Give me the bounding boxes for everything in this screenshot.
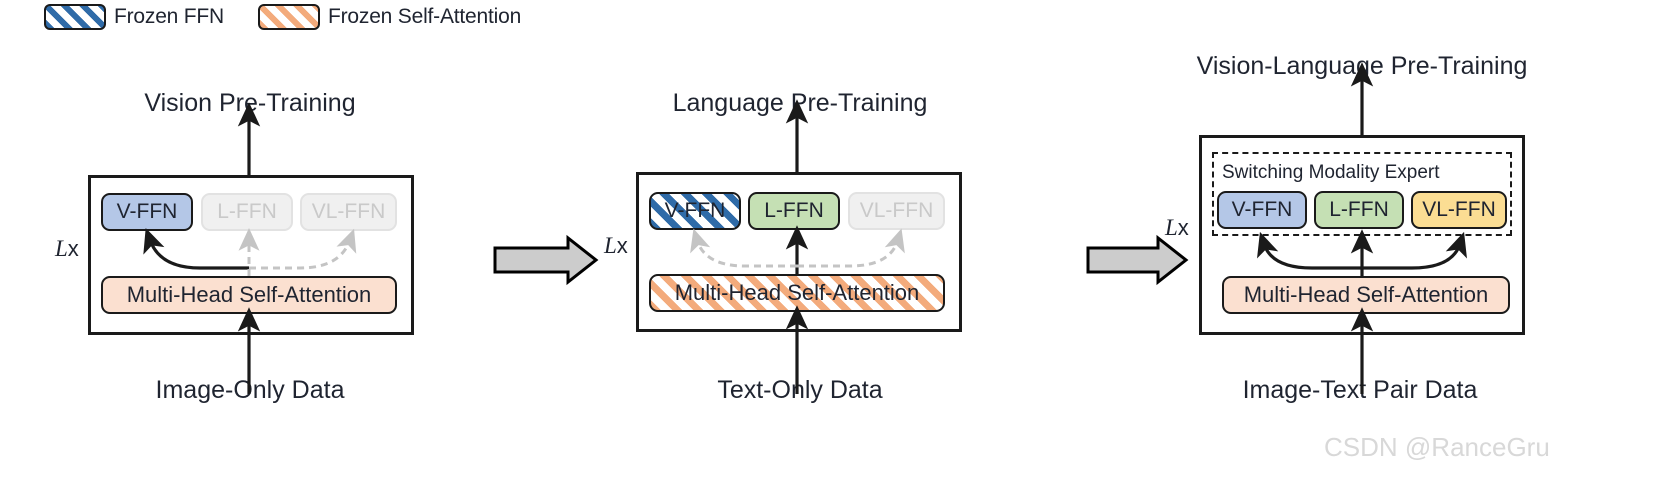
switching-modality-expert-title: Switching Modality Expert	[1222, 162, 1440, 183]
block-arrow-right-icon	[493, 234, 599, 286]
route-to-vl-ffn-language	[797, 228, 905, 268]
expert-label: L-FFN	[217, 200, 277, 223]
route-to-v-ffn-vision-language	[1257, 231, 1362, 270]
route-to-vl-ffn-vision-language	[1362, 231, 1467, 270]
expert-v-ffn-language[interactable]: V-FFN	[649, 192, 741, 230]
attention-label: Multi-Head Self-Attention	[126, 282, 372, 307]
route-to-v-ffn-language	[690, 228, 797, 268]
repeat-label-vision: Lx	[55, 236, 79, 261]
attention-label: Multi-Head Self-Attention	[1243, 282, 1489, 307]
repeat-label-language: Lx	[604, 233, 628, 258]
watermark: CSDN @RanceGru	[1324, 432, 1550, 462]
expert-v-ffn-vision[interactable]: V-FFN	[101, 193, 193, 231]
stage-arrow-vision-to-language	[493, 234, 599, 286]
input-label-vision-language: Image-Text Pair Data	[1242, 376, 1478, 404]
expert-label: VL-FFN	[311, 200, 386, 223]
expert-label: L-FFN	[1329, 198, 1389, 221]
input-label-language: Text-Only Data	[717, 376, 883, 404]
route-to-vl-ffn-vision	[249, 228, 357, 270]
legend-item-frozen-self-attention: Frozen Self-Attention	[258, 4, 521, 30]
panel-vision-connectors	[143, 102, 357, 394]
block-arrow-right-icon	[1086, 234, 1189, 286]
frozen-self-attention-swatch-icon	[258, 4, 320, 30]
attention-label: Multi-Head Self-Attention	[674, 280, 920, 305]
expert-label: V-FFN	[664, 199, 726, 222]
panel-language-connectors	[690, 99, 905, 394]
expert-label: VL-FFN	[1422, 198, 1496, 221]
stage-arrow-language-to-vision-language	[1086, 234, 1189, 286]
expert-v-ffn-vision-language[interactable]: V-FFN	[1217, 191, 1307, 229]
expert-label: V-FFN	[116, 200, 178, 223]
panel-vision-language-connectors	[1257, 62, 1467, 394]
frozen-ffn-swatch-icon	[44, 4, 106, 30]
expert-l-ffn-vision-language[interactable]: L-FFN	[1314, 191, 1404, 229]
legend-item-frozen-ffn: Frozen FFN	[44, 4, 224, 30]
legend-label-frozen-self-attention: Frozen Self-Attention	[328, 5, 522, 28]
attention-block-language[interactable]: Multi-Head Self-Attention	[649, 274, 945, 312]
expert-label: VL-FFN	[859, 199, 934, 222]
route-to-v-ffn-vision	[143, 227, 249, 270]
legend-label-frozen-ffn: Frozen FFN	[114, 5, 225, 28]
attention-block-vision[interactable]: Multi-Head Self-Attention	[101, 276, 397, 314]
expert-vl-ffn-vision-language[interactable]: VL-FFN	[1411, 191, 1507, 229]
expert-label: L-FFN	[764, 199, 824, 222]
expert-label: V-FFN	[1231, 198, 1293, 221]
repeat-label-vision-language: Lx	[1165, 215, 1189, 240]
expert-vl-ffn-vision[interactable]: VL-FFN	[300, 193, 397, 231]
